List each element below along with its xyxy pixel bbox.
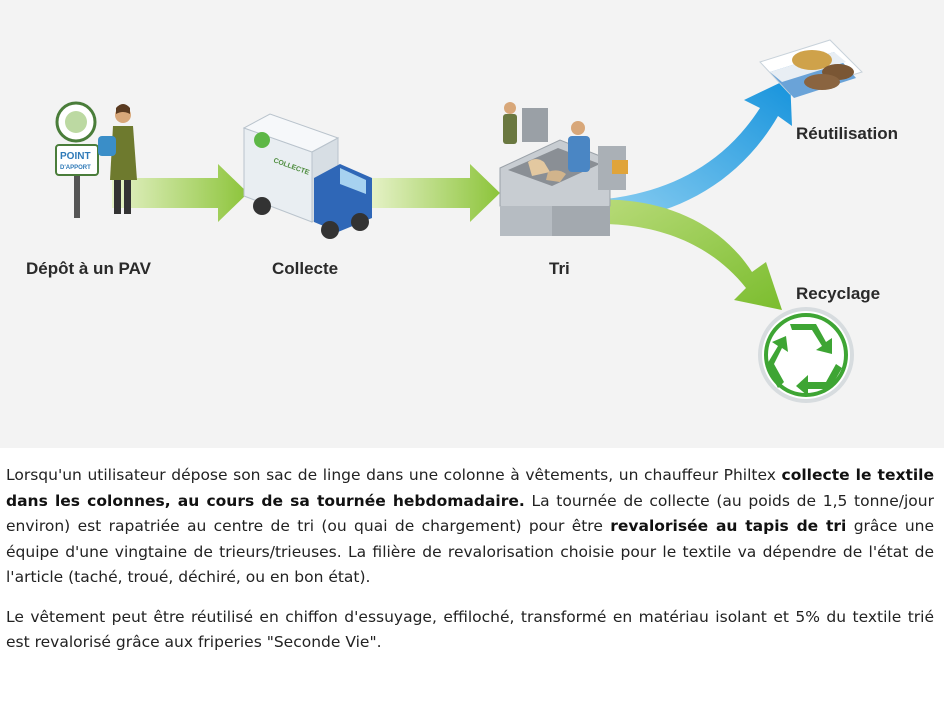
arrow-depot-to-collecte bbox=[112, 164, 248, 222]
paragraph-collecte: Lorsqu'un utilisateur dépose son sac de … bbox=[6, 463, 934, 591]
p1-text-2: La tournée de collecte (au poids de 1,5 … bbox=[6, 491, 934, 536]
tri-illustration bbox=[499, 102, 628, 236]
reutilisation-illustration bbox=[759, 39, 863, 98]
recycle-icon bbox=[758, 307, 854, 403]
arrow-collecte-to-tri bbox=[370, 164, 500, 222]
p1-bold-1: collecte le textile dans les colonnes, a… bbox=[6, 466, 935, 510]
truck-illustration: COLLECTE bbox=[242, 113, 372, 239]
step-label-collecte: Collecte bbox=[272, 259, 339, 278]
diagram-graphics: POINT D'APPORT COLLECTE bbox=[55, 39, 863, 403]
sign-text-point: POINT bbox=[60, 151, 91, 162]
p1-text-1: Lorsqu'un utilisateur dépose son sac de … bbox=[6, 466, 782, 484]
step-label-tri: Tri bbox=[549, 259, 570, 278]
arrow-tri-to-recyclage bbox=[592, 199, 782, 310]
p1-bold-2: revalorisée au tapis de tri bbox=[610, 517, 847, 535]
paragraph-reutilisation: Le vêtement peut être réutilisé en chiff… bbox=[6, 607, 934, 652]
step-label-reutilisation: Réutilisation bbox=[796, 124, 899, 143]
sign-text-apport: D'APPORT bbox=[60, 165, 91, 171]
step-label-recyclage: Recyclage bbox=[796, 284, 881, 303]
description-text: Lorsqu'un utilisateur dépose son sac de … bbox=[6, 463, 934, 670]
step-label-depot: Dépôt à un PAV bbox=[26, 259, 151, 278]
depot-illustration: POINT D'APPORT bbox=[55, 101, 137, 218]
p1-text-3: grâce une équipe d'une vingtaine de trie… bbox=[6, 517, 935, 586]
process-diagram: POINT D'APPORT COLLECTE bbox=[0, 0, 944, 448]
